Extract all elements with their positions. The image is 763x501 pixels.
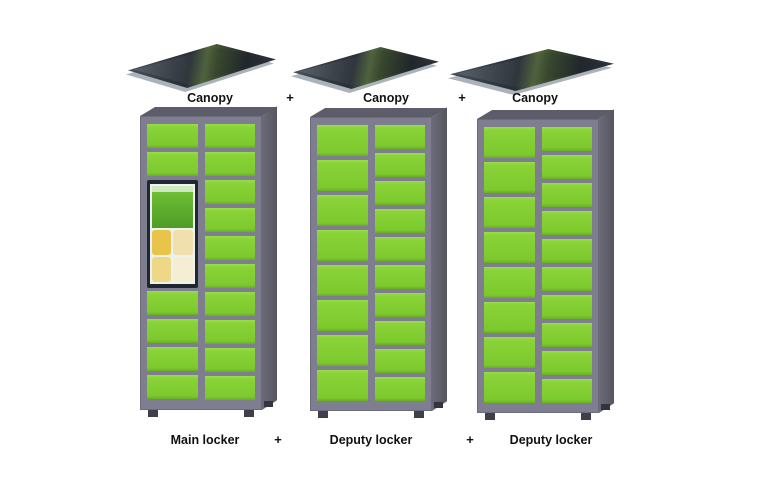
locker-side-panel	[262, 106, 277, 411]
locker-foot	[318, 411, 328, 418]
locker-door-column-right	[204, 124, 255, 401]
screen-app-icon	[152, 257, 172, 282]
screen-photo	[152, 186, 193, 229]
locker-foot	[601, 404, 610, 410]
locker-front	[477, 119, 599, 413]
locker-top-panel	[310, 108, 447, 117]
plus-sign: +	[466, 432, 474, 447]
locker-cabinet-deputy-1	[310, 107, 447, 418]
plus-sign: +	[274, 432, 282, 447]
canopy-label-1: Canopy	[187, 91, 233, 105]
locker-foot	[414, 411, 424, 418]
locker-doors	[147, 124, 198, 177]
canopy-label-2: Canopy	[363, 91, 409, 105]
locker-side-panel	[599, 109, 614, 414]
kiosk-display	[150, 184, 195, 284]
locker-foot	[244, 410, 254, 417]
locker-cabinet-deputy-2	[477, 109, 614, 420]
kiosk-screen	[147, 180, 198, 288]
locker-foot	[148, 410, 158, 417]
plus-sign: +	[458, 90, 466, 105]
screen-icon-grid	[152, 230, 193, 282]
canopy-label-3: Canopy	[512, 91, 558, 105]
locker-doors	[147, 291, 198, 401]
locker-door-column-left	[484, 127, 535, 404]
locker-side-panel	[432, 107, 447, 412]
canopy-panel-3	[448, 49, 614, 95]
screen-app-icon	[173, 257, 193, 282]
canopy-panel-2	[291, 47, 439, 93]
locker-door-column-right	[541, 127, 592, 404]
locker-label-main: Main locker	[170, 433, 240, 447]
plus-sign: +	[286, 90, 294, 105]
locker-label-deputy-1: Deputy locker	[329, 433, 413, 447]
locker-label-deputy-2: Deputy locker	[509, 433, 593, 447]
locker-door-column-right	[374, 125, 425, 402]
locker-foot	[485, 413, 495, 420]
locker-foot	[581, 413, 591, 420]
locker-top-panel	[140, 107, 277, 116]
locker-foot	[434, 402, 443, 408]
screen-app-icon	[173, 230, 193, 256]
locker-door-column-left	[147, 124, 198, 401]
locker-door-column-left	[317, 125, 368, 402]
locker-cabinet-main	[140, 106, 277, 417]
canopy-panel-1	[126, 44, 276, 92]
locker-top-panel	[477, 110, 614, 119]
locker-front	[140, 116, 262, 410]
locker-front	[310, 117, 432, 411]
locker-foot	[264, 401, 273, 407]
screen-app-icon	[152, 230, 172, 256]
